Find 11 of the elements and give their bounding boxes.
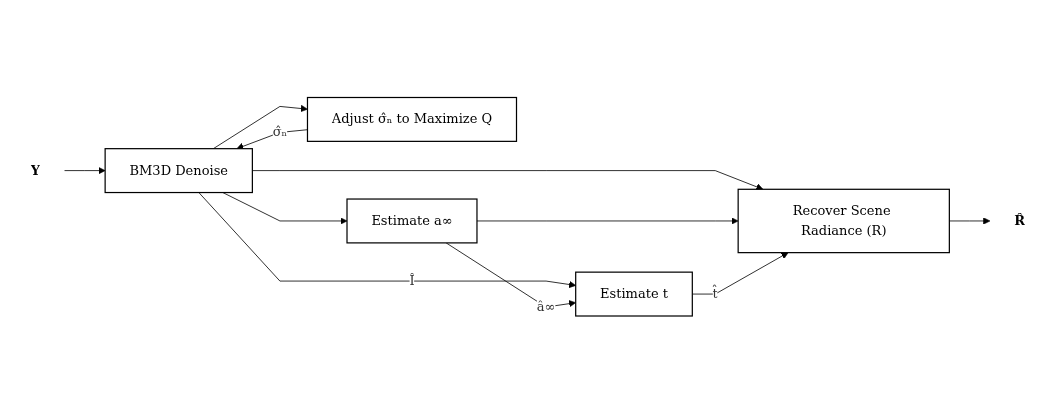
edge-label: σ̂ₙ [272, 124, 288, 140]
node-text: R̂ [1014, 212, 1026, 229]
node-text: Y [30, 162, 41, 178]
edge-label: Î [409, 272, 415, 289]
edge-label: t̂ [712, 285, 718, 302]
node-box: Recover Scene Radiance (R) [737, 188, 950, 254]
node-box: BM3D Denoise [104, 147, 253, 193]
node-box: Estimate t [575, 271, 693, 317]
edge-label: â∞ [536, 298, 556, 315]
node-box: Adjust σ̂ₙ to Maximize Q [306, 96, 518, 142]
node-box: Estimate a∞ [346, 198, 478, 244]
